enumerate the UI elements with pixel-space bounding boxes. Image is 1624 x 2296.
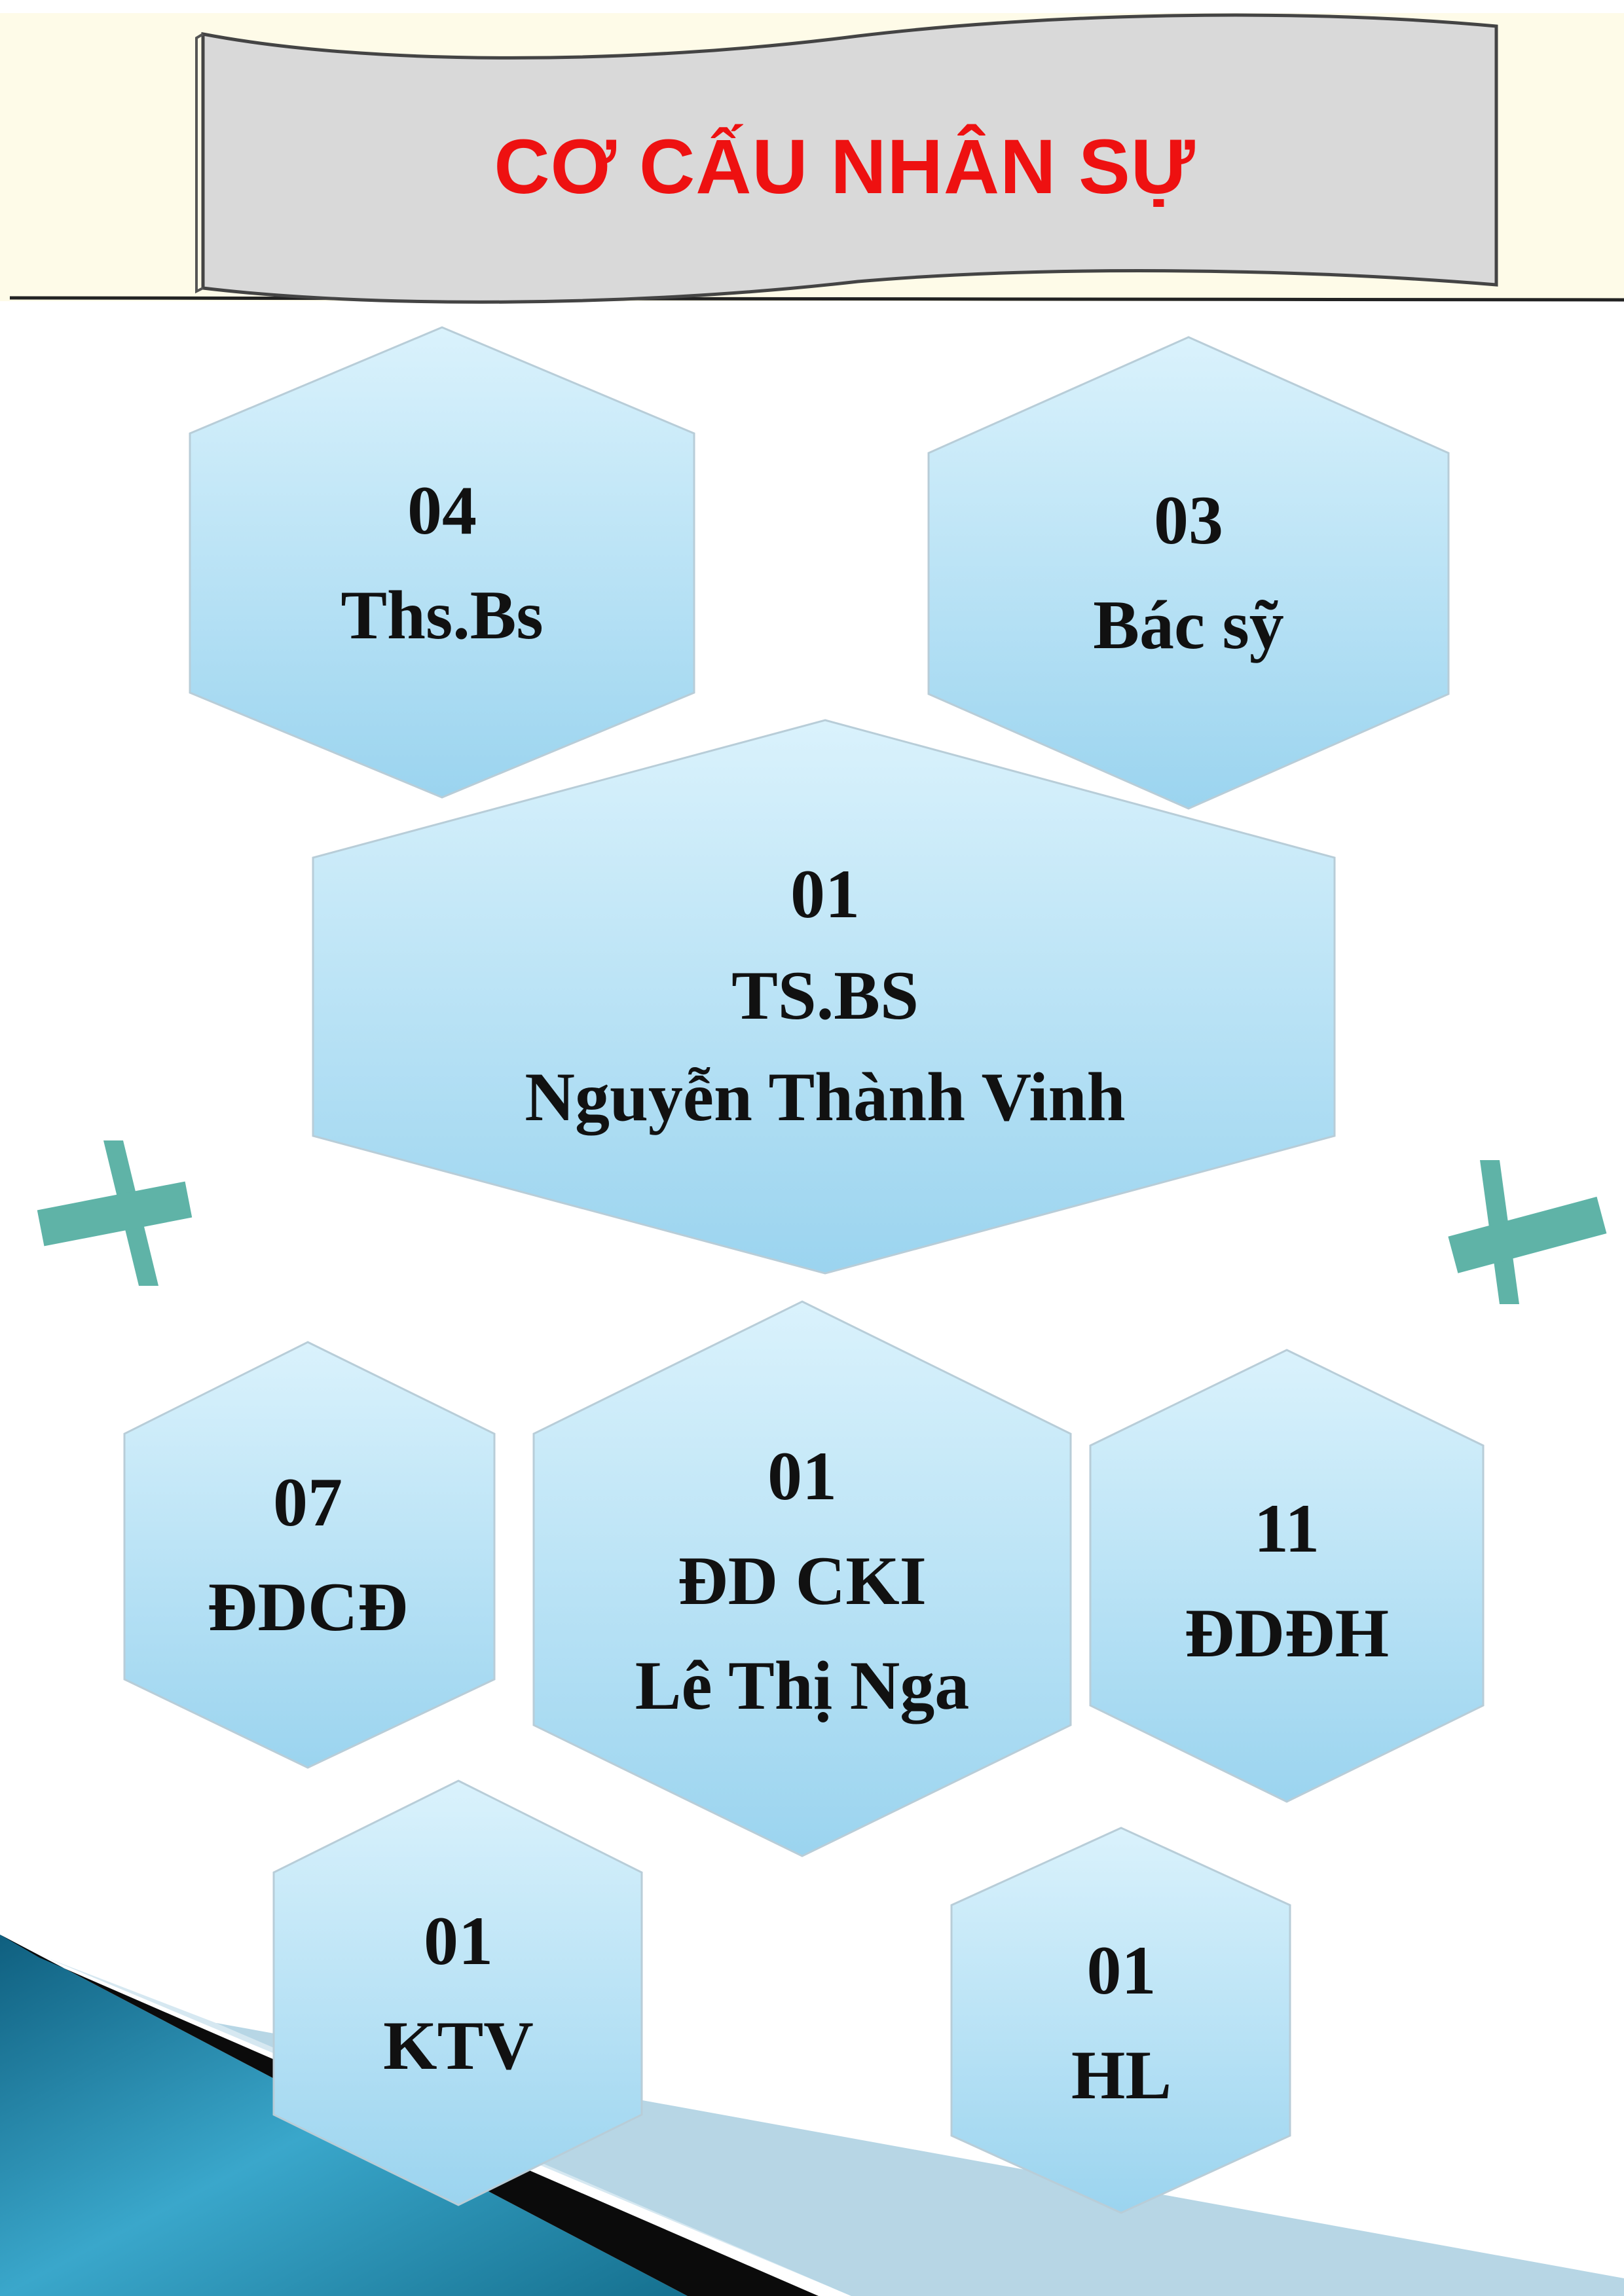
header-rule	[9, 296, 1624, 302]
hexagon-shape	[1089, 1349, 1485, 1803]
banner-fold	[195, 33, 204, 294]
node-count: 01	[424, 1903, 493, 1979]
node-count: 11	[1253, 1490, 1320, 1567]
node-count: 01	[1086, 1932, 1156, 2009]
hexagon-shape	[950, 1827, 1291, 2214]
node-hl: 01 HL	[976, 1915, 1267, 2131]
node-dddh: 11 ĐDĐH	[1120, 1473, 1454, 1689]
node-count: 01	[767, 1438, 837, 1514]
node-label: HL	[1071, 2037, 1172, 2113]
corner-decoration	[0, 1935, 1624, 2296]
node-ths-bs: 04 Ths.Bs	[242, 458, 642, 668]
node-ktv: 01 KTV	[301, 1886, 616, 2102]
hexagon-shape	[927, 336, 1450, 810]
hexagon-shape	[189, 326, 695, 799]
title-banner	[201, 13, 1498, 304]
node-label: ĐDĐH	[1184, 1595, 1390, 1671]
node-ts-bs: 01 TS.BS Nguyễn Thành Vinh	[367, 841, 1283, 1149]
node-label: Bác sỹ	[1093, 587, 1284, 663]
hexagon-shape	[532, 1300, 1072, 1857]
node-person-name: Lê Thị Nga	[635, 1647, 970, 1724]
node-label: ĐDCĐ	[207, 1569, 409, 1645]
hexagon-shape	[123, 1341, 496, 1769]
node-label: KTV	[383, 2007, 534, 2084]
node-label: ĐD CKI	[678, 1542, 927, 1619]
node-dd-cki: 01 ĐD CKI Lê Thị Nga	[576, 1424, 1028, 1738]
node-count: 03	[1154, 482, 1223, 558]
plus-icon	[1448, 1160, 1607, 1304]
hexagon-shape	[312, 719, 1336, 1275]
page-title: CƠ CẤU NHÂN SỰ	[494, 124, 1196, 210]
node-label: Ths.Bs	[341, 577, 544, 653]
plus-icon	[37, 1140, 193, 1286]
node-count: 04	[407, 472, 477, 549]
hexagon-shape	[272, 1779, 643, 2206]
node-ddcd: 07 ĐDCĐ	[151, 1447, 465, 1663]
node-count: 07	[273, 1464, 342, 1540]
node-bac-sy: 03 Bác sỹ	[982, 468, 1395, 678]
node-count: 01	[790, 855, 860, 932]
node-label: TS.BS	[731, 957, 919, 1034]
node-person-name: Nguyễn Thành Vinh	[525, 1058, 1126, 1135]
